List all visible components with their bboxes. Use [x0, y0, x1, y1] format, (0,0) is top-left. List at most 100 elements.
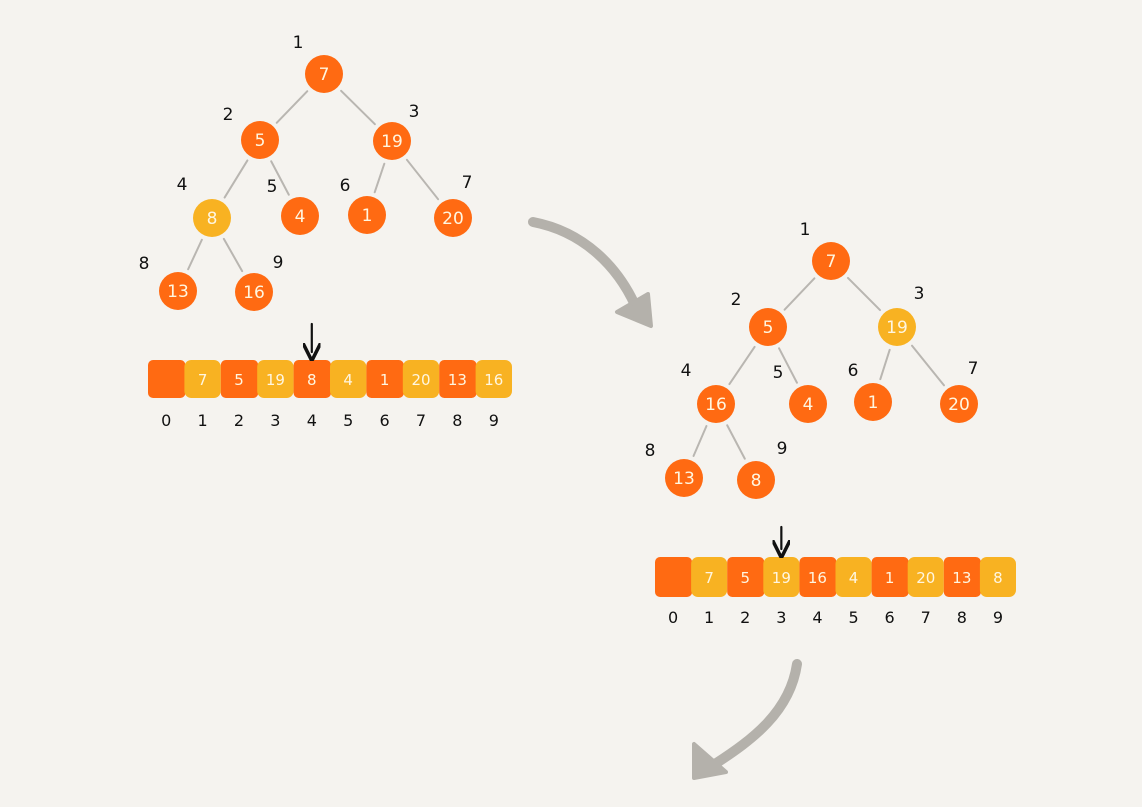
- node-value: 4: [295, 207, 306, 227]
- array-cell-value: 13: [448, 371, 467, 389]
- tree-node-2: 52: [731, 290, 787, 346]
- array-cell-6: 1: [871, 557, 909, 597]
- tree-edge: [879, 348, 891, 381]
- tree-node-8: 138: [139, 254, 197, 310]
- array-cell-box: [907, 557, 944, 597]
- tree-edge: [340, 89, 376, 126]
- tree-node-6: 16: [848, 361, 892, 421]
- tree-edge: [187, 238, 203, 271]
- transition-arrow-1: [528, 217, 653, 328]
- node-value: 7: [826, 252, 837, 272]
- tree-edge: [778, 347, 798, 384]
- node-circle: [812, 242, 850, 280]
- array-index-label: 4: [812, 608, 822, 627]
- array-cell-3: 19: [257, 360, 294, 398]
- heap-after: 7152193164451620713889071521931644516207…: [645, 220, 1016, 627]
- node-circle: [697, 385, 735, 423]
- array-index-label: 5: [848, 608, 858, 627]
- tree-edge: [728, 345, 756, 386]
- array-cell-value: 5: [234, 371, 244, 389]
- tree-node-7: 207: [434, 173, 472, 237]
- array-index-label: 0: [161, 411, 171, 430]
- array-cell-4: 8: [293, 360, 331, 398]
- node-value: 19: [381, 132, 403, 152]
- tree-edge: [222, 237, 244, 273]
- array-index-label: 3: [776, 608, 786, 627]
- tree-edge: [405, 158, 440, 201]
- array-cell-box: [184, 360, 221, 398]
- array-index-label: 5: [343, 411, 353, 430]
- node-circle: [373, 122, 411, 160]
- array-cell-1: 7: [184, 360, 221, 398]
- tree-node-5: 45: [773, 363, 827, 423]
- array-index-label: 9: [993, 608, 1003, 627]
- node-value: 5: [763, 318, 774, 338]
- node-circle: [940, 385, 978, 423]
- node-circle: [878, 308, 916, 346]
- node-position-label: 1: [800, 220, 811, 240]
- array-cell-box: [943, 557, 981, 597]
- node-circle: [235, 273, 273, 311]
- array-cell-value: 19: [772, 569, 791, 587]
- array-index-label: 8: [957, 608, 967, 627]
- array-index-label: 4: [307, 411, 317, 430]
- array-cell-2: 5: [727, 557, 765, 597]
- array-cell-box: [475, 360, 512, 398]
- array-cell-9: 16: [475, 360, 512, 398]
- heap-before: 7152193844516207138169071521938445162071…: [139, 33, 512, 430]
- node-circle: [159, 272, 197, 310]
- node-circle: [305, 55, 343, 93]
- transition-arrow-2: [692, 659, 802, 780]
- tree-edge: [275, 90, 309, 124]
- tree-edge: [373, 162, 386, 194]
- node-position-label: 8: [645, 441, 656, 461]
- array-cell-box: [257, 360, 294, 398]
- array-cell-box: [691, 557, 728, 597]
- array-cell-5: 4: [835, 557, 872, 597]
- node-position-label: 9: [777, 439, 788, 459]
- array-cell-box: [835, 557, 872, 597]
- array-cell-2: 5: [220, 360, 259, 398]
- array-index-label: 2: [740, 608, 750, 627]
- node-value: 13: [673, 469, 695, 489]
- node-value: 8: [207, 209, 218, 229]
- array-cell-4: 16: [799, 557, 837, 597]
- array-cell-box: [799, 557, 837, 597]
- tree-node-1: 71: [800, 220, 850, 280]
- node-circle: [241, 121, 279, 159]
- tree-edge: [783, 277, 816, 311]
- node-value: 1: [868, 393, 879, 413]
- node-position-label: 1: [293, 33, 304, 53]
- array-cell-value: 19: [266, 371, 285, 389]
- node-position-label: 2: [731, 290, 742, 310]
- array-cell-7: 20: [907, 557, 944, 597]
- array-cell-box: [655, 557, 693, 597]
- array-cell-0: [148, 360, 186, 398]
- array-cell-7: 20: [402, 360, 440, 398]
- tree-node-3: 193: [373, 102, 419, 160]
- node-position-label: 6: [340, 176, 351, 196]
- node-circle: [193, 199, 231, 237]
- node-circle: [749, 308, 787, 346]
- array-cell-value: 5: [740, 569, 750, 587]
- node-value: 16: [705, 395, 727, 415]
- tree-node-1: 71: [293, 33, 343, 93]
- tree-edge: [911, 344, 945, 387]
- array-cell-3: 19: [763, 557, 800, 597]
- array-index-label: 6: [885, 608, 895, 627]
- array-cell-box: [727, 557, 765, 597]
- array-cell-value: 1: [885, 569, 895, 587]
- tree-node-7: 207: [940, 359, 978, 423]
- node-position-label: 4: [681, 361, 692, 381]
- array-cell-value: 16: [808, 569, 827, 587]
- array-cell-value: 20: [411, 371, 430, 389]
- node-value: 13: [167, 282, 189, 302]
- array-cell-value: 7: [704, 569, 714, 587]
- tree-node-8: 13 8: [645, 441, 703, 497]
- array-cell-value: 4: [849, 569, 859, 587]
- array-cell-5: 4: [330, 360, 367, 398]
- tree-node-4: 16 4: [681, 361, 735, 423]
- node-position-label: 5: [267, 177, 278, 197]
- array-cell-value: 1: [380, 371, 390, 389]
- node-position-label: 2: [223, 105, 234, 125]
